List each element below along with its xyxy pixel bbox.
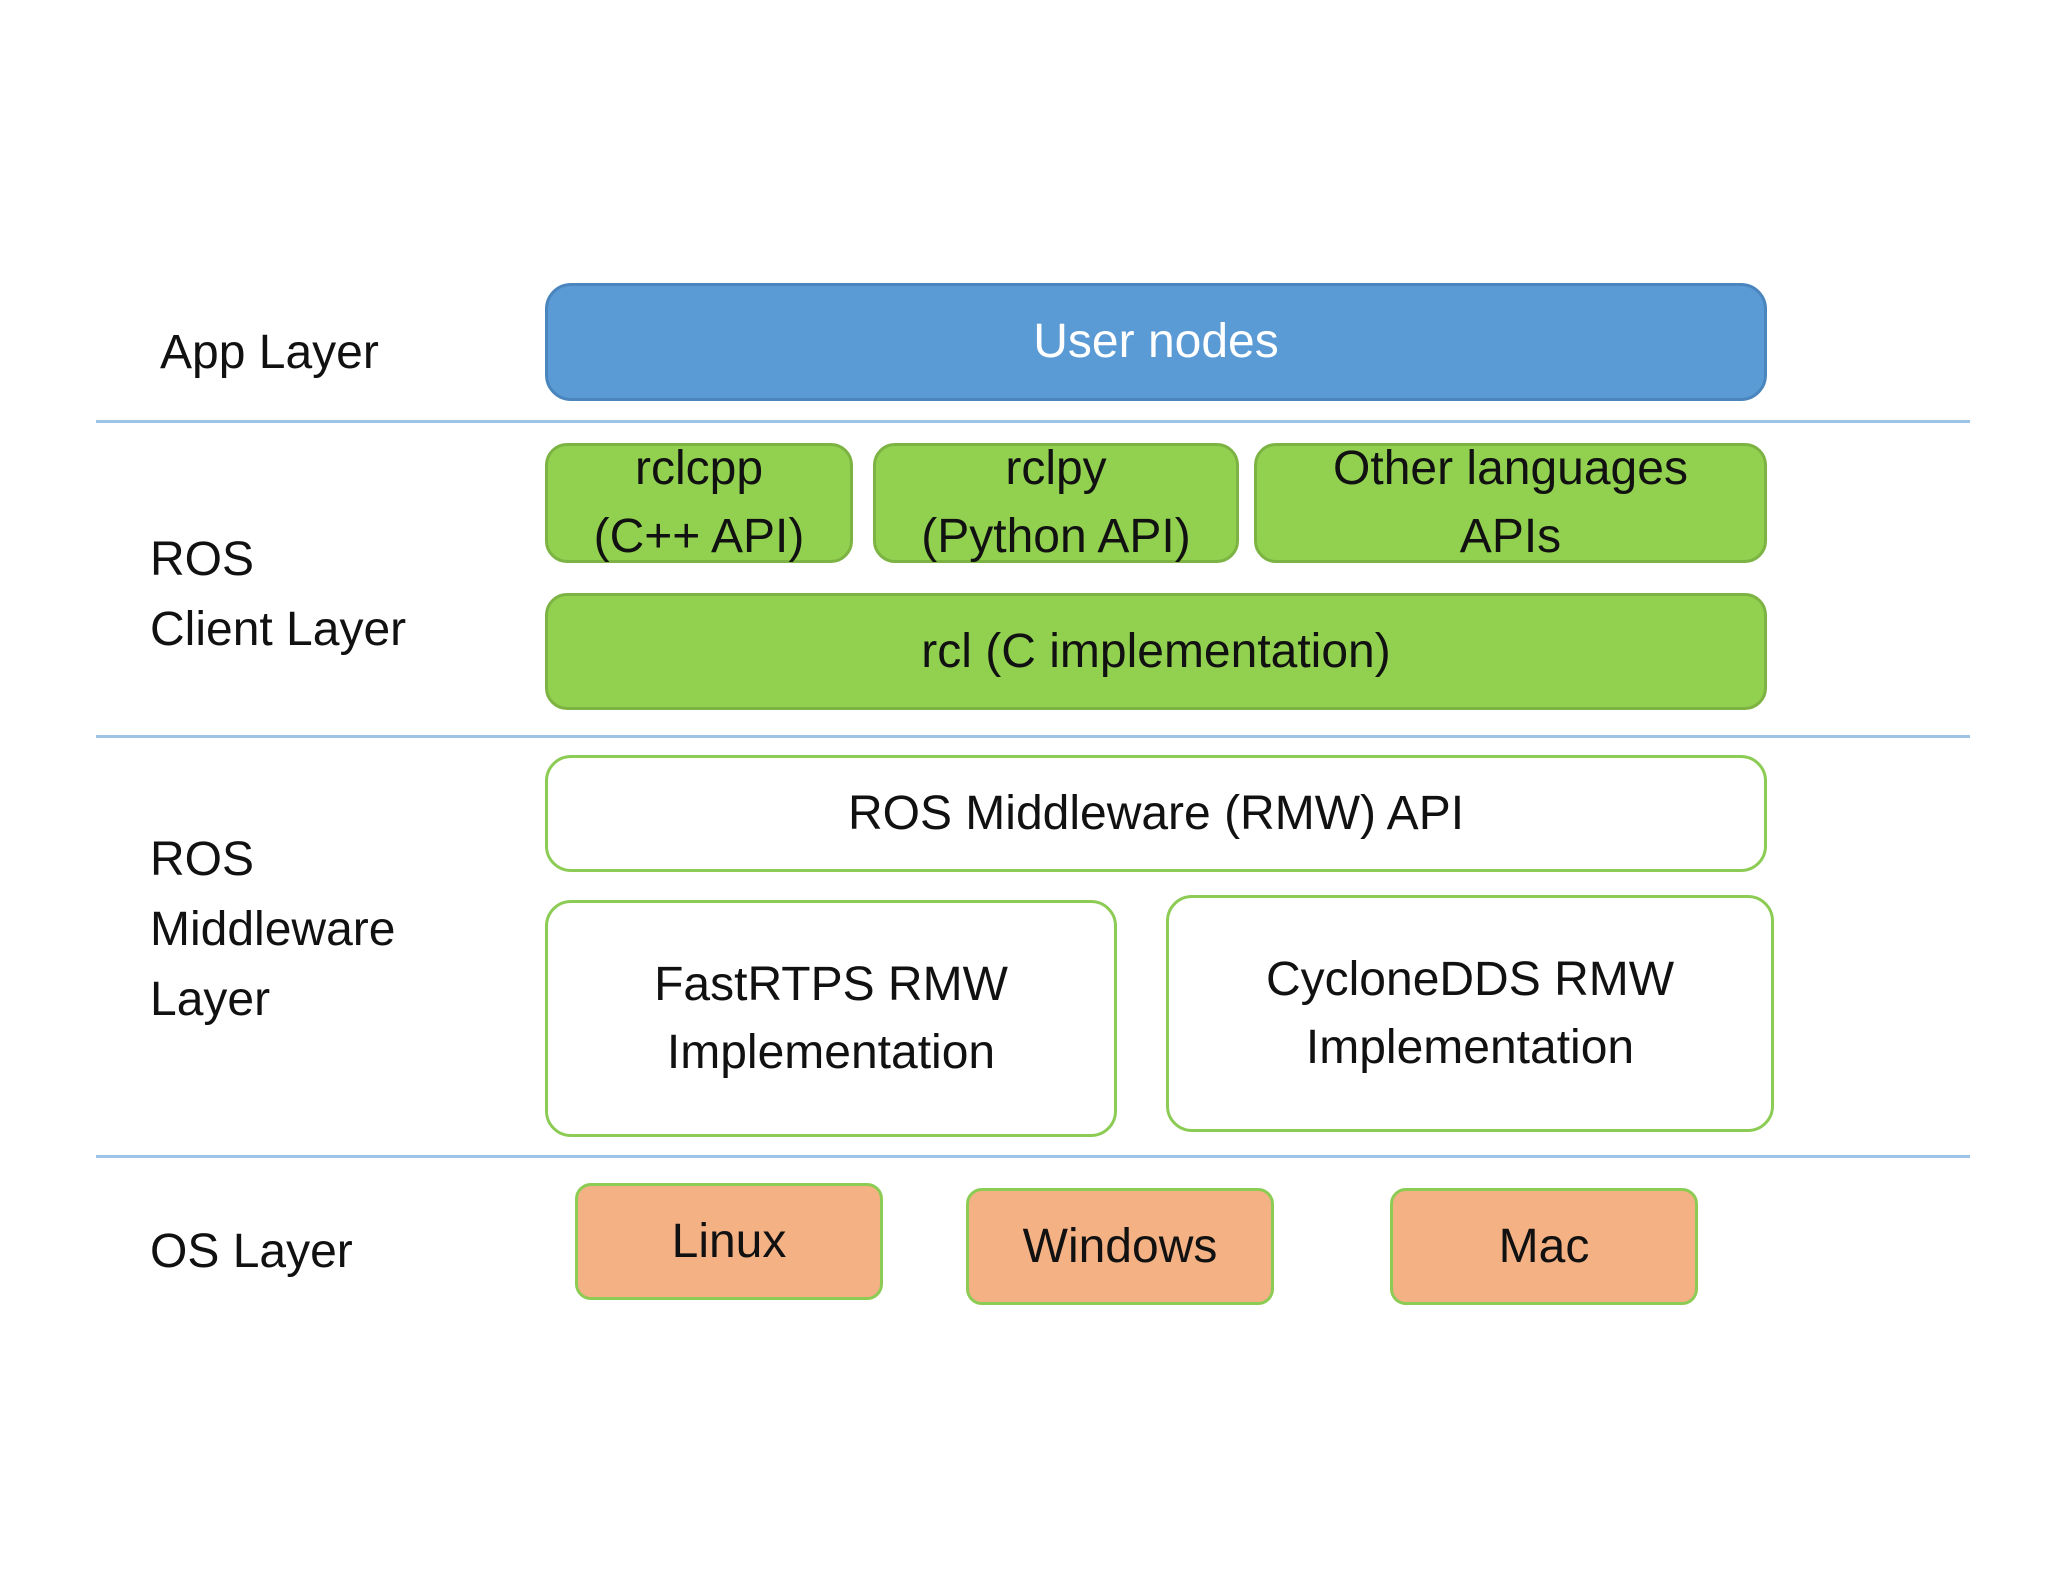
linux-box: Linux [575, 1183, 883, 1300]
app-layer-label: App Layer [160, 326, 379, 379]
divider-middleware-os [96, 1155, 1970, 1158]
middleware-layer-label: ROS Middleware Layer [150, 833, 396, 1026]
other-languages-box: Other languages APIs [1254, 442, 1767, 563]
mac-box: Mac [1390, 1188, 1698, 1305]
rcl-box: rcl (C implementation) [545, 593, 1767, 710]
rclpy-box: rclpy (Python API) [873, 442, 1239, 563]
windows-box: Windows [966, 1188, 1274, 1305]
divider-app-client [96, 420, 1970, 423]
user-nodes-box: User nodes [545, 283, 1767, 401]
divider-client-middleware [96, 735, 1970, 738]
cyclonedds-box: CycloneDDS RMW Implementation [1166, 895, 1774, 1132]
client-layer-label: ROS Client Layer [150, 533, 407, 656]
fastrtps-box: FastRTPS RMW Implementation [545, 900, 1117, 1137]
os-layer-label: OS Layer [150, 1225, 353, 1278]
rmw-api-box: ROS Middleware (RMW) API [545, 755, 1767, 872]
rclcpp-box: rclcpp (C++ API) [545, 442, 853, 563]
